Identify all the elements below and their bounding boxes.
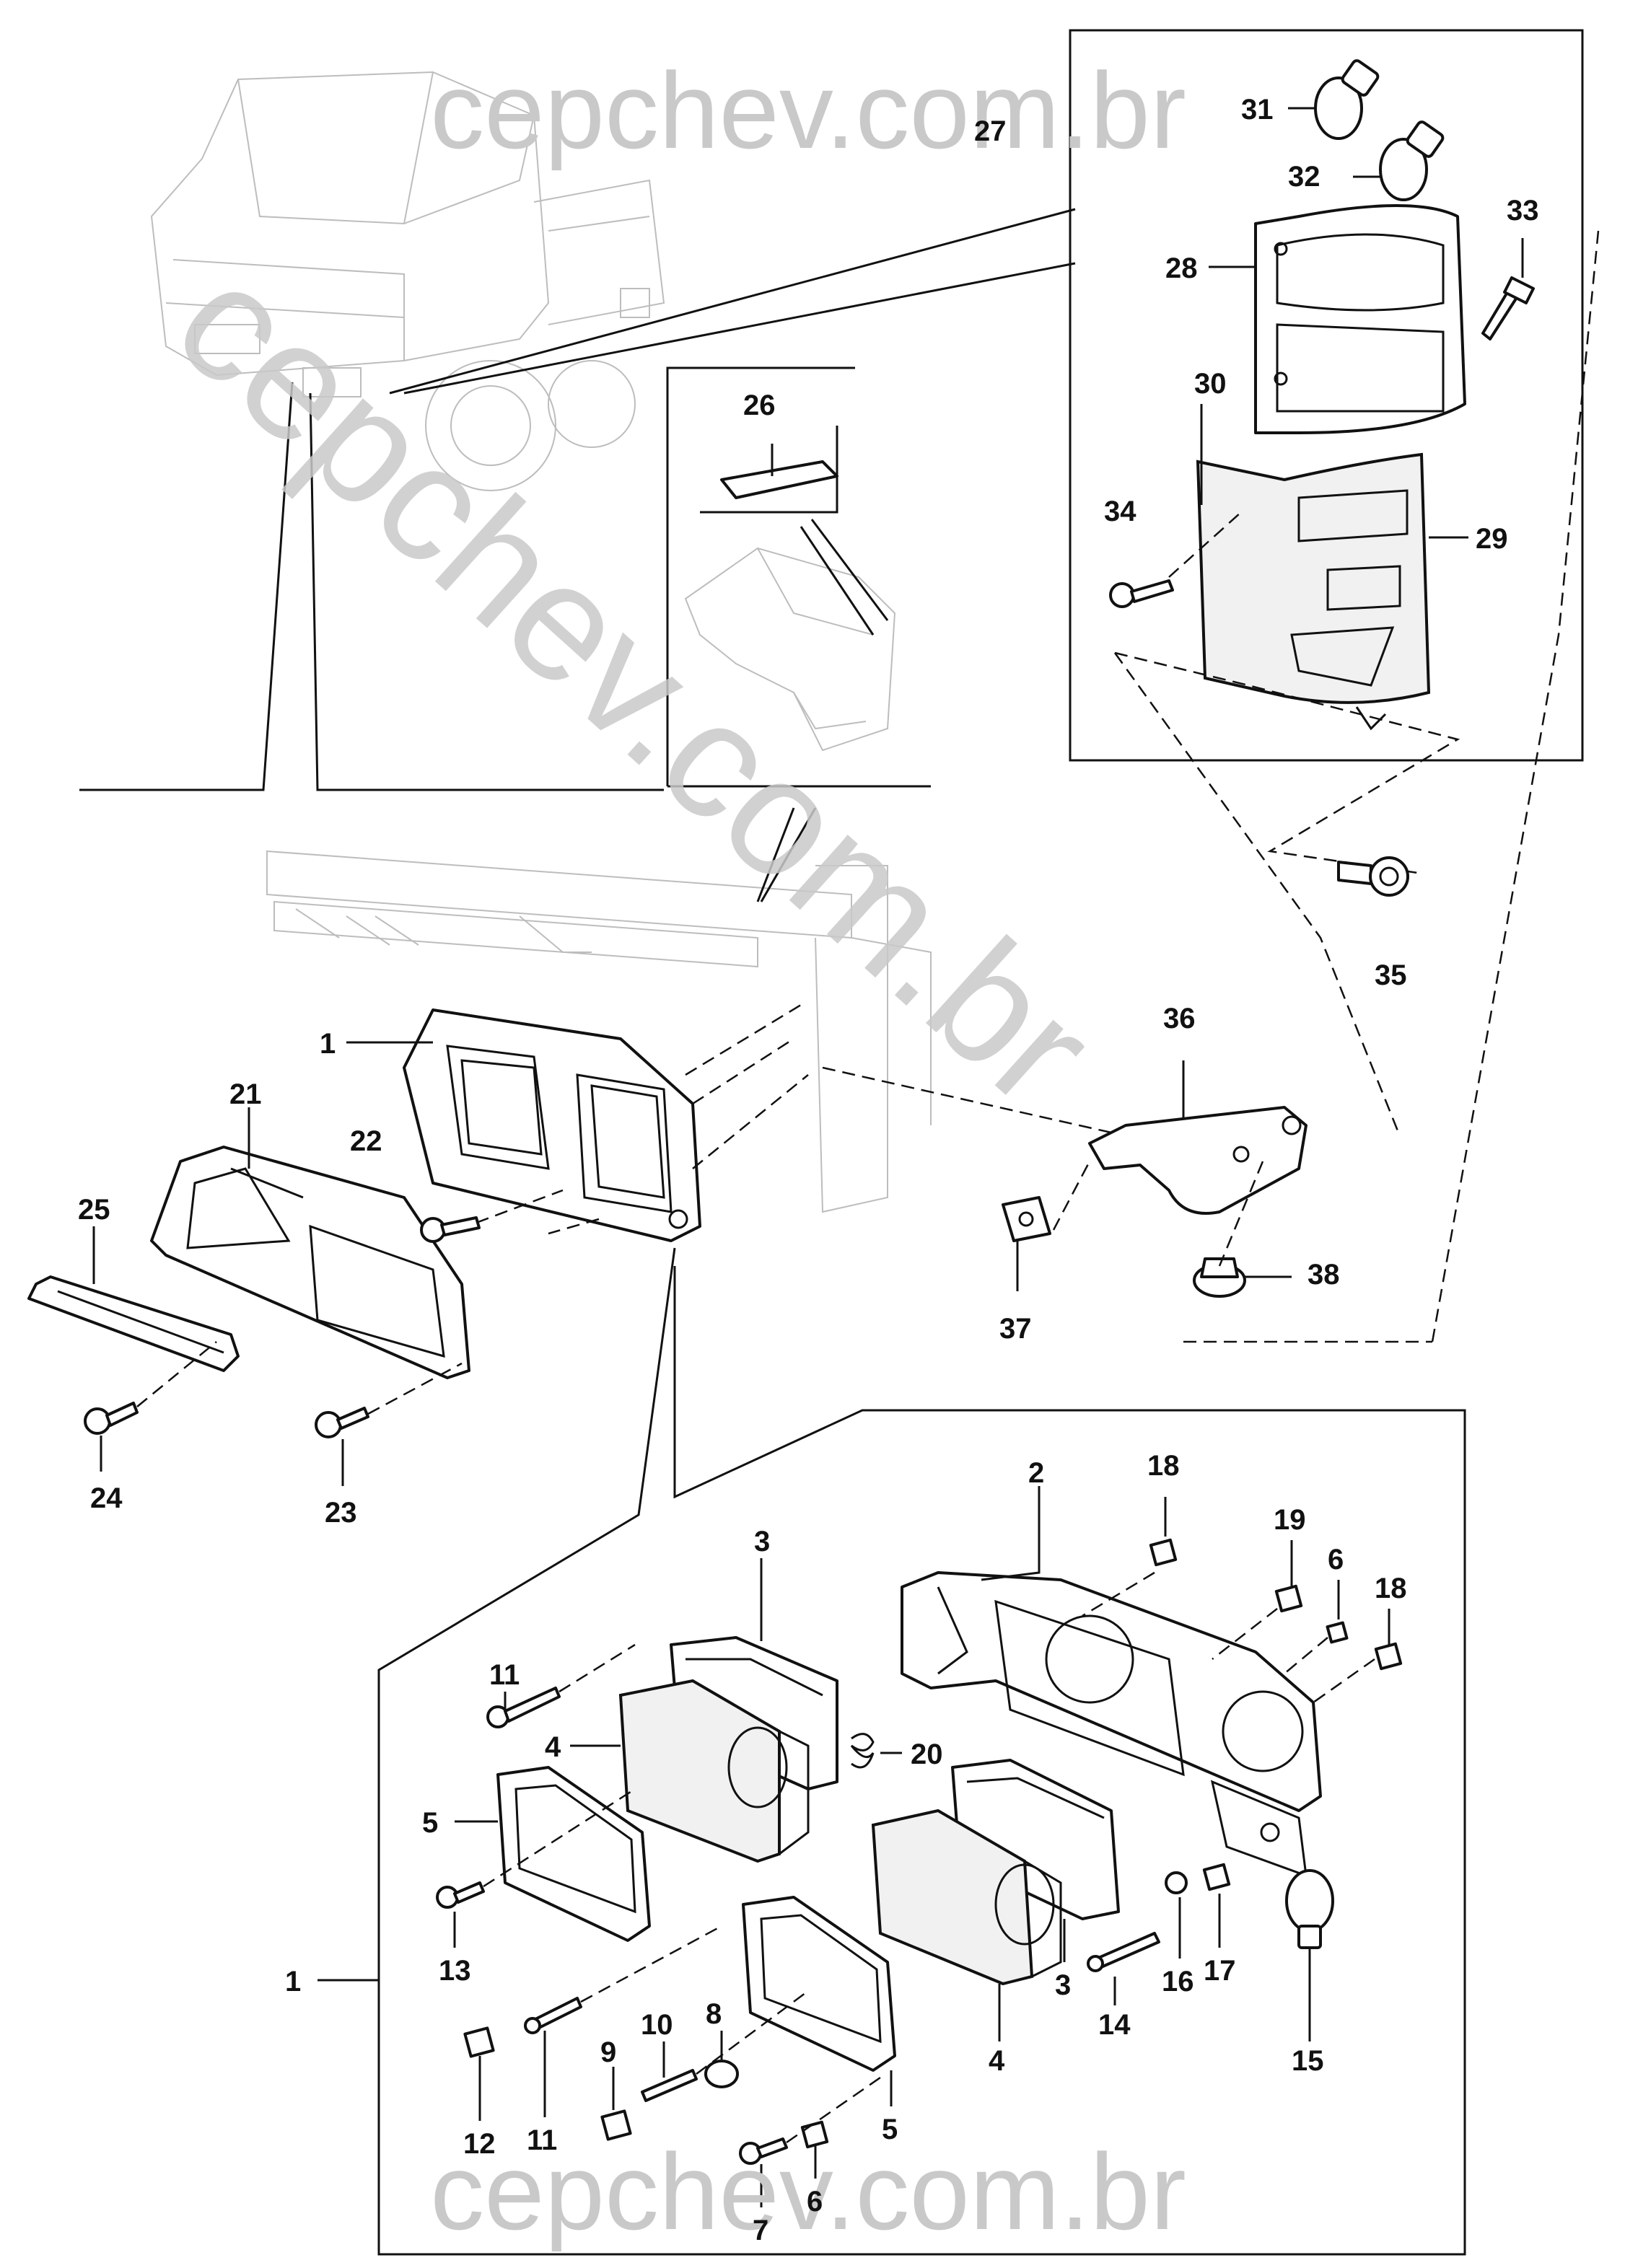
nut-6-upper-icon <box>1326 1621 1349 1644</box>
callout-23: 23 <box>325 1497 357 1529</box>
callout-12: 12 <box>463 2128 496 2160</box>
bracket-36 <box>1088 1106 1308 1215</box>
adjusting-screw-11-upper-icon <box>486 1687 561 1728</box>
callout-17: 17 <box>1204 1955 1236 1987</box>
screw-13-icon <box>436 1881 485 1909</box>
callout-32: 32 <box>1288 161 1320 193</box>
callout-18-upper: 18 <box>1147 1450 1180 1482</box>
callout-15: 15 <box>1292 2045 1324 2077</box>
bulb-15-icon <box>1285 1869 1334 1949</box>
inset-bracket <box>666 366 931 902</box>
callout-26: 26 <box>743 390 776 421</box>
truck-outline <box>150 71 665 491</box>
callout-36: 36 <box>1163 1003 1196 1034</box>
callout-27: 27 <box>974 115 1007 147</box>
clip-37-icon <box>1002 1196 1051 1242</box>
callout-11-lower: 11 <box>527 2124 557 2156</box>
callout-5-upper: 5 <box>422 1807 438 1839</box>
screw-16-icon <box>1165 1871 1188 1894</box>
callout-38: 38 <box>1308 1259 1340 1291</box>
bezel-21 <box>150 1146 470 1379</box>
callout-30: 30 <box>1194 368 1227 400</box>
callout-4-upper: 4 <box>545 1731 561 1763</box>
callout-5-lower: 5 <box>882 2114 898 2145</box>
spacer-8-icon <box>704 2060 739 2088</box>
chassis-outline <box>266 850 932 1213</box>
callout-37: 37 <box>999 1313 1032 1345</box>
callout-35: 35 <box>1375 959 1407 991</box>
lamp-housing-28 <box>1254 204 1466 434</box>
callout-4-lower: 4 <box>989 2045 1005 2077</box>
headlamp-rim-5-left <box>496 1766 651 1942</box>
headlamp-rim-5-right <box>742 1896 896 2072</box>
callout-29: 29 <box>1476 523 1508 555</box>
callout-1-lower: 1 <box>285 1966 301 1997</box>
spring-20-icon <box>850 1733 875 1769</box>
screw-24-icon <box>84 1402 139 1435</box>
headlamp-assembly-1 <box>403 1008 701 1242</box>
callout-7: 7 <box>753 2215 768 2246</box>
callout-16: 16 <box>1162 1966 1194 1997</box>
nut-18-lower-icon <box>1374 1642 1403 1671</box>
callout-6-lower: 6 <box>807 2186 823 2218</box>
callout-2: 2 <box>1028 1457 1044 1489</box>
watermark-bottom: cepchev.com.br <box>430 2131 1186 2252</box>
callout-25: 25 <box>78 1194 110 1226</box>
watermark-top: cepchev.com.br <box>430 50 1186 171</box>
sealed-beam-4-left <box>618 1679 810 1863</box>
nut-17-icon <box>1202 1863 1231 1891</box>
inset-headlamp-exploded <box>317 1247 1466 2256</box>
grommet-38-icon <box>1193 1257 1246 1298</box>
callout-20: 20 <box>911 1739 943 1770</box>
inset-tail-lamp <box>1069 29 1600 1343</box>
adjusting-screw-14-icon <box>1087 1932 1160 1972</box>
screw-33-icon <box>1481 276 1535 340</box>
screw-22-icon <box>420 1216 481 1243</box>
callout-13: 13 <box>439 1955 471 1987</box>
screw-7-icon <box>739 2137 788 2165</box>
callout-3-lower: 3 <box>1055 1969 1071 2001</box>
callout-24: 24 <box>90 1482 123 1514</box>
callout-28: 28 <box>1165 252 1198 284</box>
screw-23-icon <box>315 1407 369 1438</box>
bolt-35-icon <box>1337 856 1409 897</box>
bulb-31-icon <box>1314 59 1380 140</box>
sealed-beam-4-right <box>871 1808 1062 1986</box>
callout-21: 21 <box>229 1078 262 1110</box>
callout-14: 14 <box>1098 2009 1131 2041</box>
callout-8: 8 <box>706 1998 722 2030</box>
nut-19-icon <box>1274 1584 1303 1613</box>
nut-18-upper-icon <box>1149 1538 1178 1567</box>
callout-31: 31 <box>1241 94 1274 126</box>
callout-34: 34 <box>1104 496 1136 527</box>
callout-labels: 27 31 32 33 28 30 26 34 29 35 36 1 21 22… <box>78 94 1539 2246</box>
lamp-lens-29 <box>1196 452 1431 731</box>
callout-18-lower: 18 <box>1375 1573 1407 1604</box>
callout-33: 33 <box>1507 195 1539 227</box>
nut-9-icon <box>600 2109 632 2141</box>
callout-19: 19 <box>1274 1504 1306 1536</box>
callout-9: 9 <box>600 2036 616 2068</box>
watermark-diagonal: cepchev.com.br <box>142 227 1128 1140</box>
callout-22: 22 <box>350 1125 382 1157</box>
callout-6-upper: 6 <box>1328 1544 1344 1575</box>
strip-25 <box>27 1275 240 1372</box>
callout-1-upper: 1 <box>320 1028 336 1060</box>
nut-12-icon <box>463 2026 495 2058</box>
adjusting-screw-10-icon <box>641 2069 698 2102</box>
callout-11-upper: 11 <box>489 1659 520 1691</box>
bulb-32-icon <box>1379 120 1445 201</box>
screw-34-icon <box>1109 579 1174 608</box>
callout-3-upper: 3 <box>754 1526 770 1557</box>
callout-10: 10 <box>641 2009 673 2041</box>
adjusting-screw-11-lower-icon <box>524 1997 582 2034</box>
truck-leaders <box>79 208 1076 791</box>
